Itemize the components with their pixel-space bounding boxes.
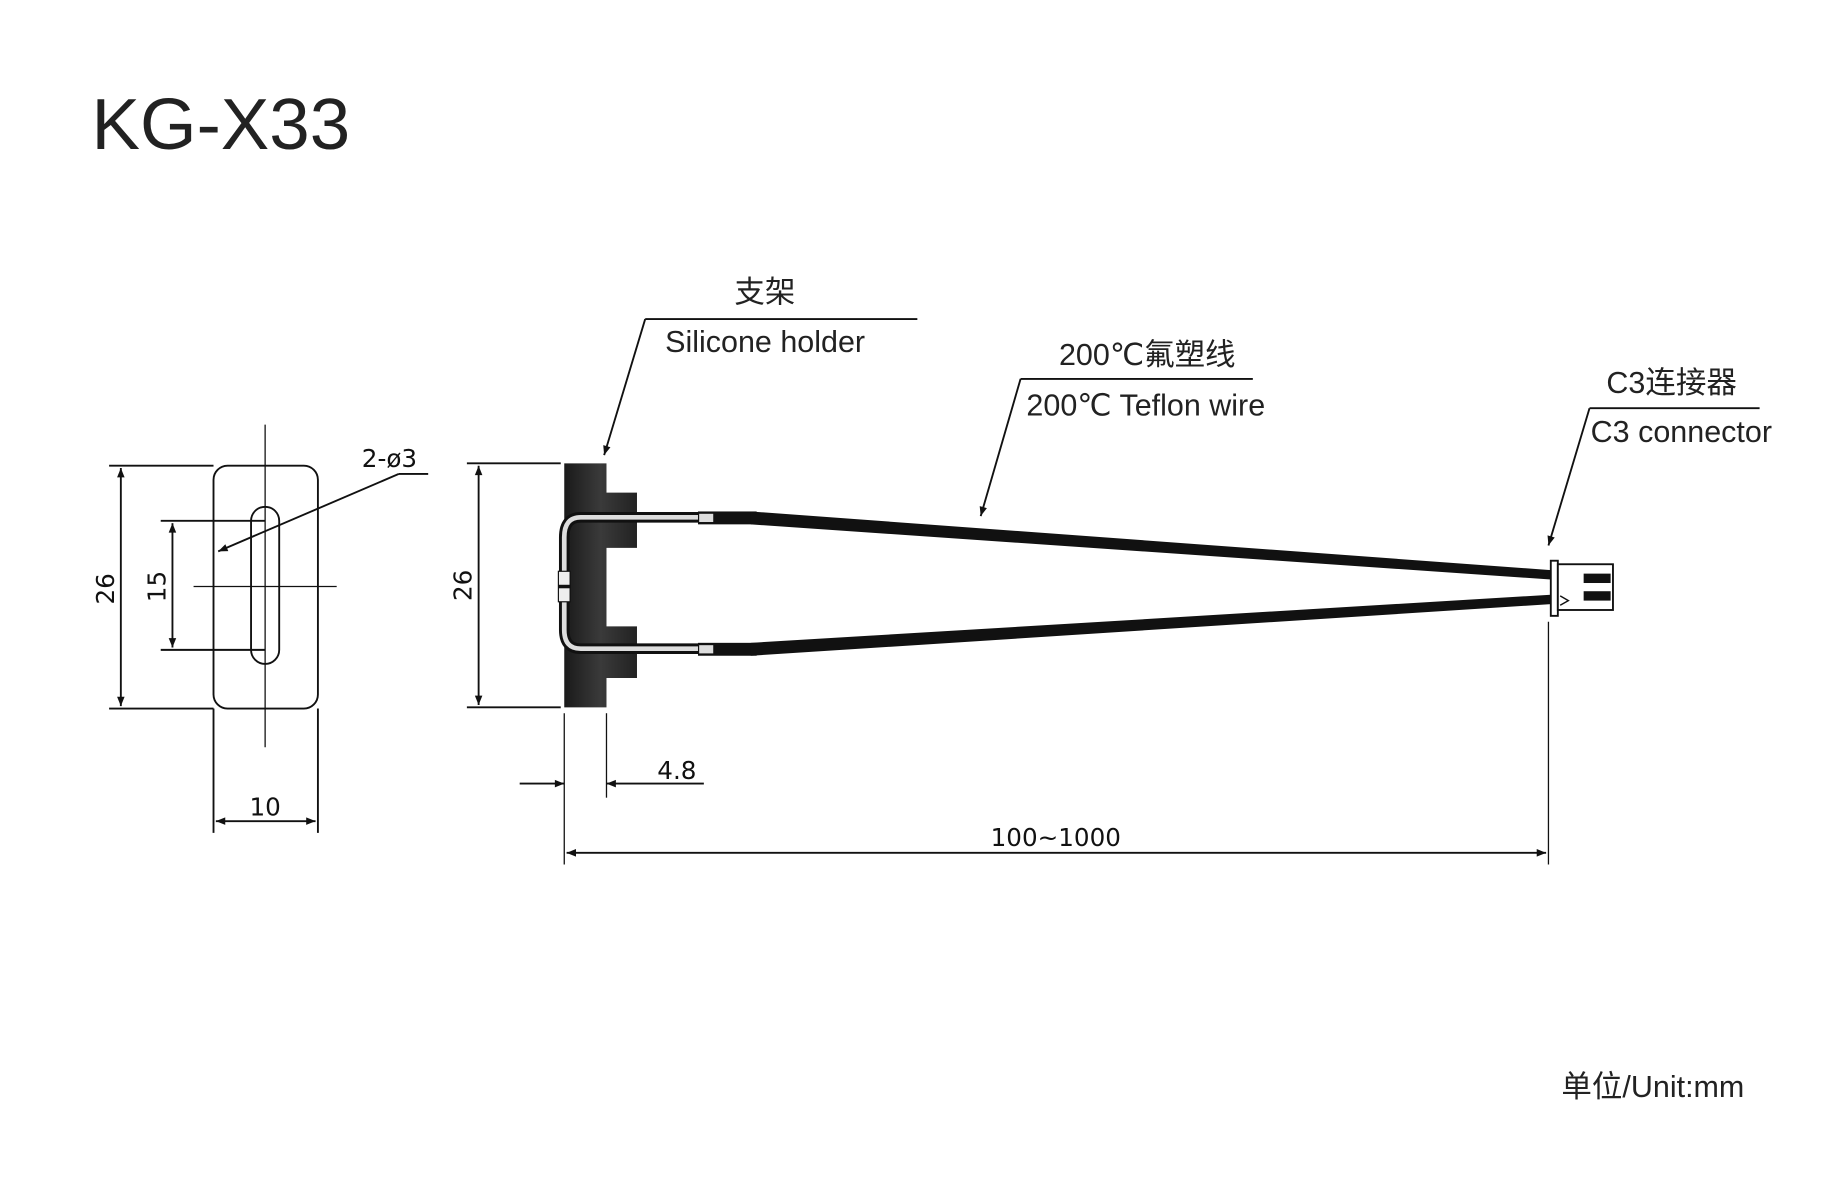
mounting-slot [250,505,281,665]
silicone-holder [564,463,637,708]
dim-wire-length: 100~1000 [991,823,1121,852]
svg-text:200℃ Teflon wire: 200℃ Teflon wire [1026,388,1265,422]
teflon-wire-top [750,511,1551,580]
svg-text:C3连接器: C3连接器 [1606,366,1736,400]
svg-text:Silicone holder: Silicone holder [665,325,865,359]
callout-holder: 支架 Silicone holder [603,276,918,456]
c3-connector [1549,559,1614,617]
dim-holes: 2-ø3 [362,444,417,473]
sensor-assembly: 26 4.8 100~1000 [449,462,1614,865]
svg-text:200℃氟塑线: 200℃氟塑线 [1059,338,1236,372]
svg-text:C3 connector: C3 connector [1591,415,1772,449]
dim-side-height: 26 [449,570,478,601]
unit-label: 单位/Unit:mm [1561,1070,1744,1104]
callout-connector: C3连接器 C3 connector [1547,366,1772,546]
teflon-wire-bottom [750,594,1551,656]
svg-text:支架: 支架 [734,276,795,310]
dim-front-width: 10 [249,792,280,821]
drawing-title: KG-X33 [92,84,351,165]
dim-holder-thickness: 4.8 [657,756,696,785]
dim-front-height: 26 [91,573,120,604]
front-view: 26 15 10 2-ø3 [91,424,429,833]
dim-hole-spacing: 15 [142,571,171,602]
callout-wire: 200℃氟塑线 200℃ Teflon wire [979,338,1265,517]
